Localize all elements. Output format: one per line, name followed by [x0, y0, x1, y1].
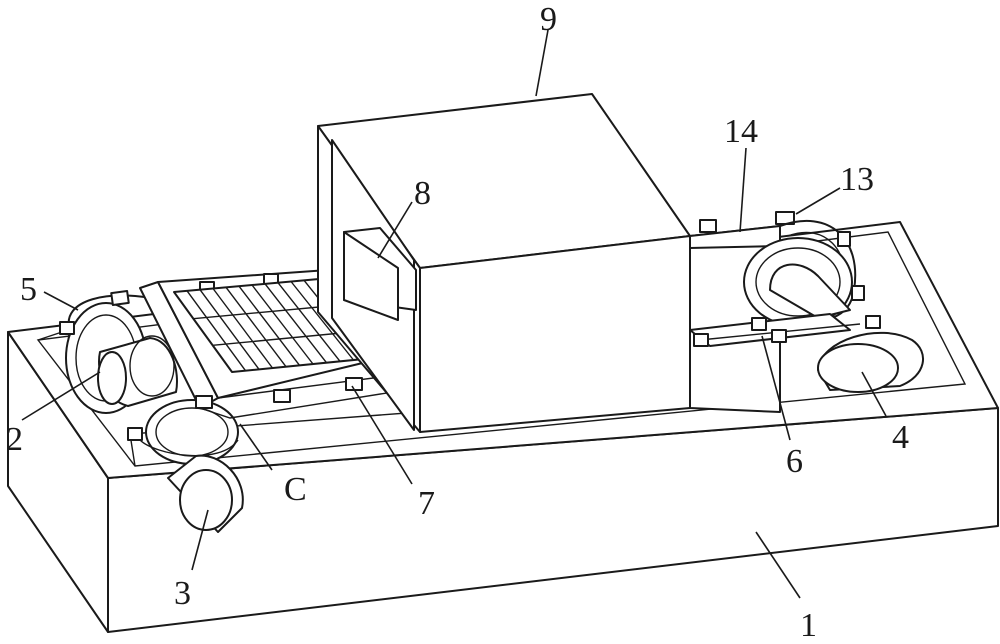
motor-3	[167, 454, 244, 533]
right-conveyor	[689, 211, 924, 393]
housing-9	[317, 93, 781, 433]
label-2: 2	[6, 421, 23, 458]
mesh-bar	[290, 281, 355, 361]
label-4: 4	[892, 419, 909, 456]
mesh-bar	[212, 288, 274, 369]
label-5: 5	[20, 271, 37, 308]
mesh-bar	[277, 282, 341, 362]
roller-4	[817, 331, 924, 393]
label-C: C	[284, 471, 307, 508]
mesh-bar	[264, 283, 328, 364]
lower-roller	[145, 399, 239, 465]
mesh-bar	[199, 289, 260, 370]
label-8: 8	[414, 175, 431, 212]
mesh-bar	[238, 285, 301, 366]
label-3: 3	[174, 575, 191, 612]
leader-lines	[21, 29, 887, 599]
label-7: 7	[418, 485, 435, 522]
label-13: 13	[840, 161, 874, 198]
label-1: 1	[800, 607, 817, 644]
label-14: 14	[724, 113, 758, 150]
mesh-bar	[186, 290, 247, 372]
label-9: 9	[540, 1, 557, 38]
mesh-bar	[251, 284, 314, 365]
mesh-bar	[225, 286, 287, 368]
label-6: 6	[786, 443, 803, 480]
